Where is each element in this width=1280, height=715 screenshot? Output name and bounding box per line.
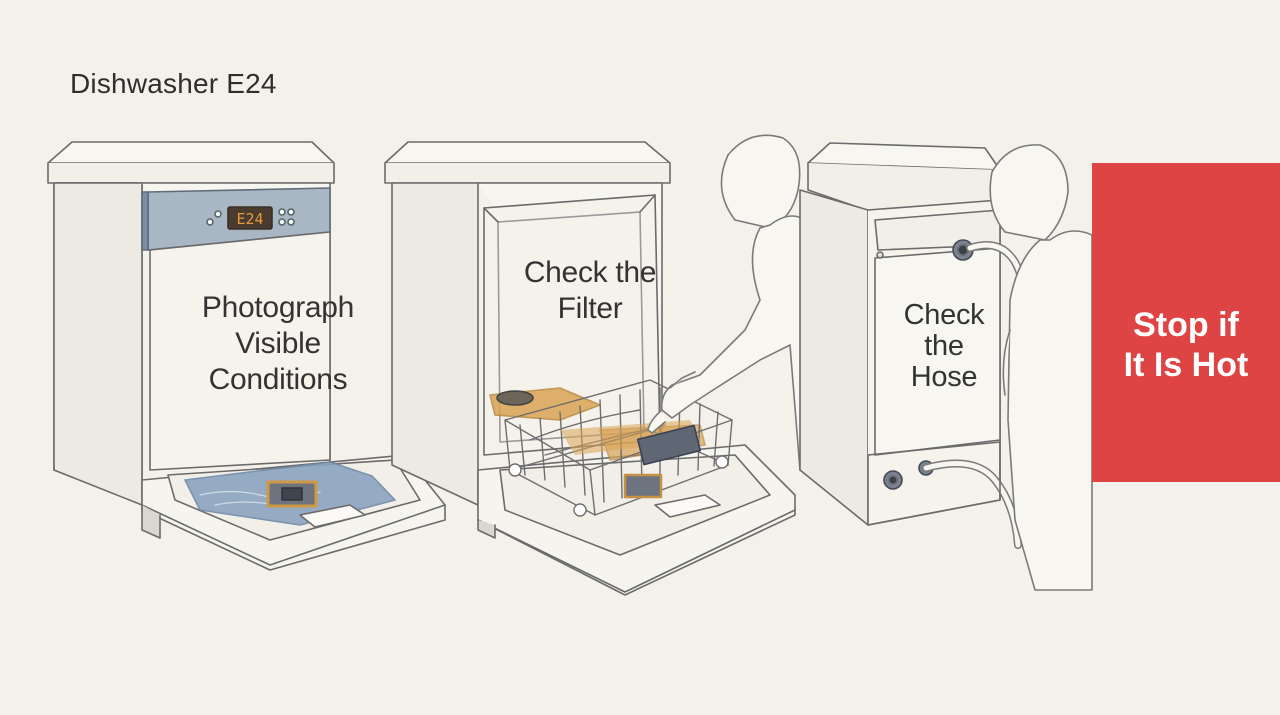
- page-title: Dishwasher E24: [70, 68, 277, 99]
- step-label-line: Check: [903, 299, 985, 331]
- dishwasher-1-illustration: E24: [47, 141, 446, 571]
- step-label-photograph: Photograph Visible Conditions: [178, 290, 378, 398]
- filter-cartridge: [636, 424, 702, 466]
- step-label-line: Visible: [235, 327, 321, 360]
- step-label-line: Hose: [910, 361, 978, 393]
- dishwasher-2-illustration: [384, 141, 796, 596]
- step-label-line: the: [924, 330, 964, 362]
- error-display-code: E24: [236, 210, 263, 228]
- warning-line: It Is Hot: [1123, 346, 1249, 384]
- person-2-illustration: [989, 144, 1093, 591]
- step-label-filter: Check the Filter: [500, 255, 680, 327]
- warning-panel: Stop if It Is Hot: [1092, 163, 1280, 482]
- dishwasher-3-illustration: [799, 142, 1028, 549]
- step-label-hose: Check the Hose: [884, 300, 1004, 393]
- step-label-line: Check the: [523, 256, 657, 289]
- warning-text: Stop if It Is Hot: [1092, 305, 1280, 385]
- filter-housing: [623, 473, 663, 499]
- step-label-line: Conditions: [208, 363, 348, 396]
- person-1-illustration: [647, 134, 811, 471]
- step-label-line: Filter: [557, 292, 623, 325]
- step-label-line: Photograph: [201, 291, 355, 324]
- warning-line: Stop if: [1133, 306, 1239, 344]
- error-display: [227, 206, 273, 230]
